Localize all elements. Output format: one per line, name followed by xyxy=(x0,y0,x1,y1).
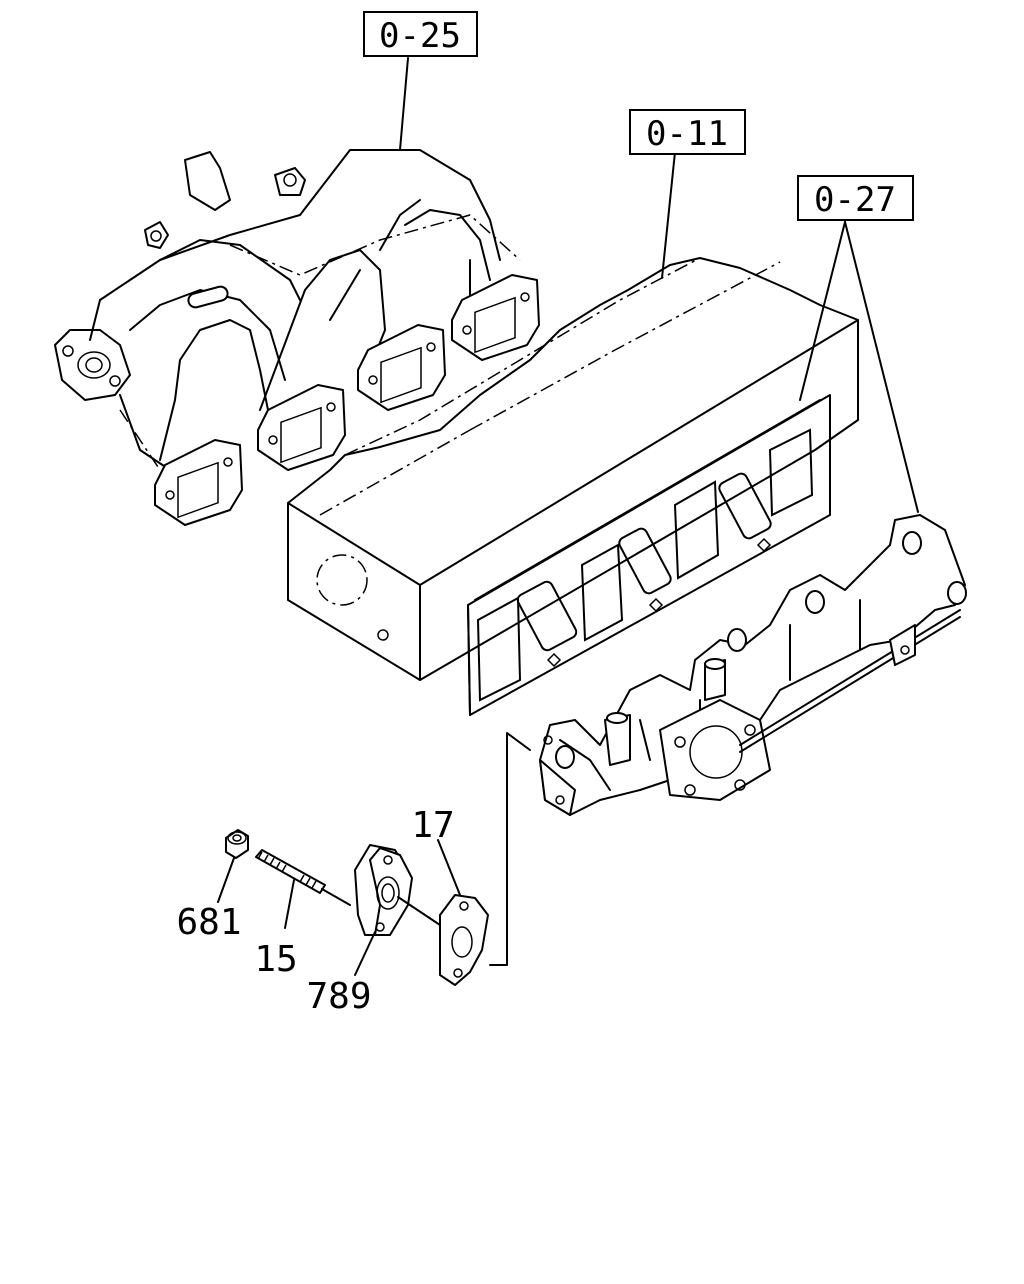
part-number-egr-adapter[interactable]: 789 xyxy=(306,976,371,1017)
intake-port-flange-2 xyxy=(257,384,346,471)
leader-lines xyxy=(217,57,919,976)
ref-box-intake-manifold[interactable]: 0-25 xyxy=(363,11,478,57)
ref-box-cylinder-head[interactable]: 0-11 xyxy=(629,109,746,155)
exhaust-manifold-drawing xyxy=(539,514,967,816)
ref-label-cylinder-head: 0-11 xyxy=(646,114,728,154)
stud-drawing xyxy=(255,849,351,906)
intake-port-flange-4 xyxy=(451,274,540,361)
exhaust-gasket-drawing xyxy=(467,394,831,716)
intake-port-flange-1 xyxy=(154,439,243,526)
ref-label-exhaust-manifold: 0-27 xyxy=(814,180,896,220)
ref-box-exhaust-manifold[interactable]: 0-27 xyxy=(797,175,914,221)
part-number-nut[interactable]: 681 xyxy=(176,902,241,943)
egr-adapter-drawing xyxy=(354,844,441,936)
part-number-stud[interactable]: 15 xyxy=(254,939,297,980)
ref-label-intake-manifold: 0-25 xyxy=(379,16,461,56)
intake-manifold-drawing xyxy=(54,149,540,526)
nut-drawing xyxy=(225,829,249,859)
gasket-drawing xyxy=(439,894,489,986)
cylinder-head-drawing xyxy=(287,257,859,681)
part-number-gasket[interactable]: 17 xyxy=(411,805,454,846)
intake-port-flange-3 xyxy=(357,324,446,411)
